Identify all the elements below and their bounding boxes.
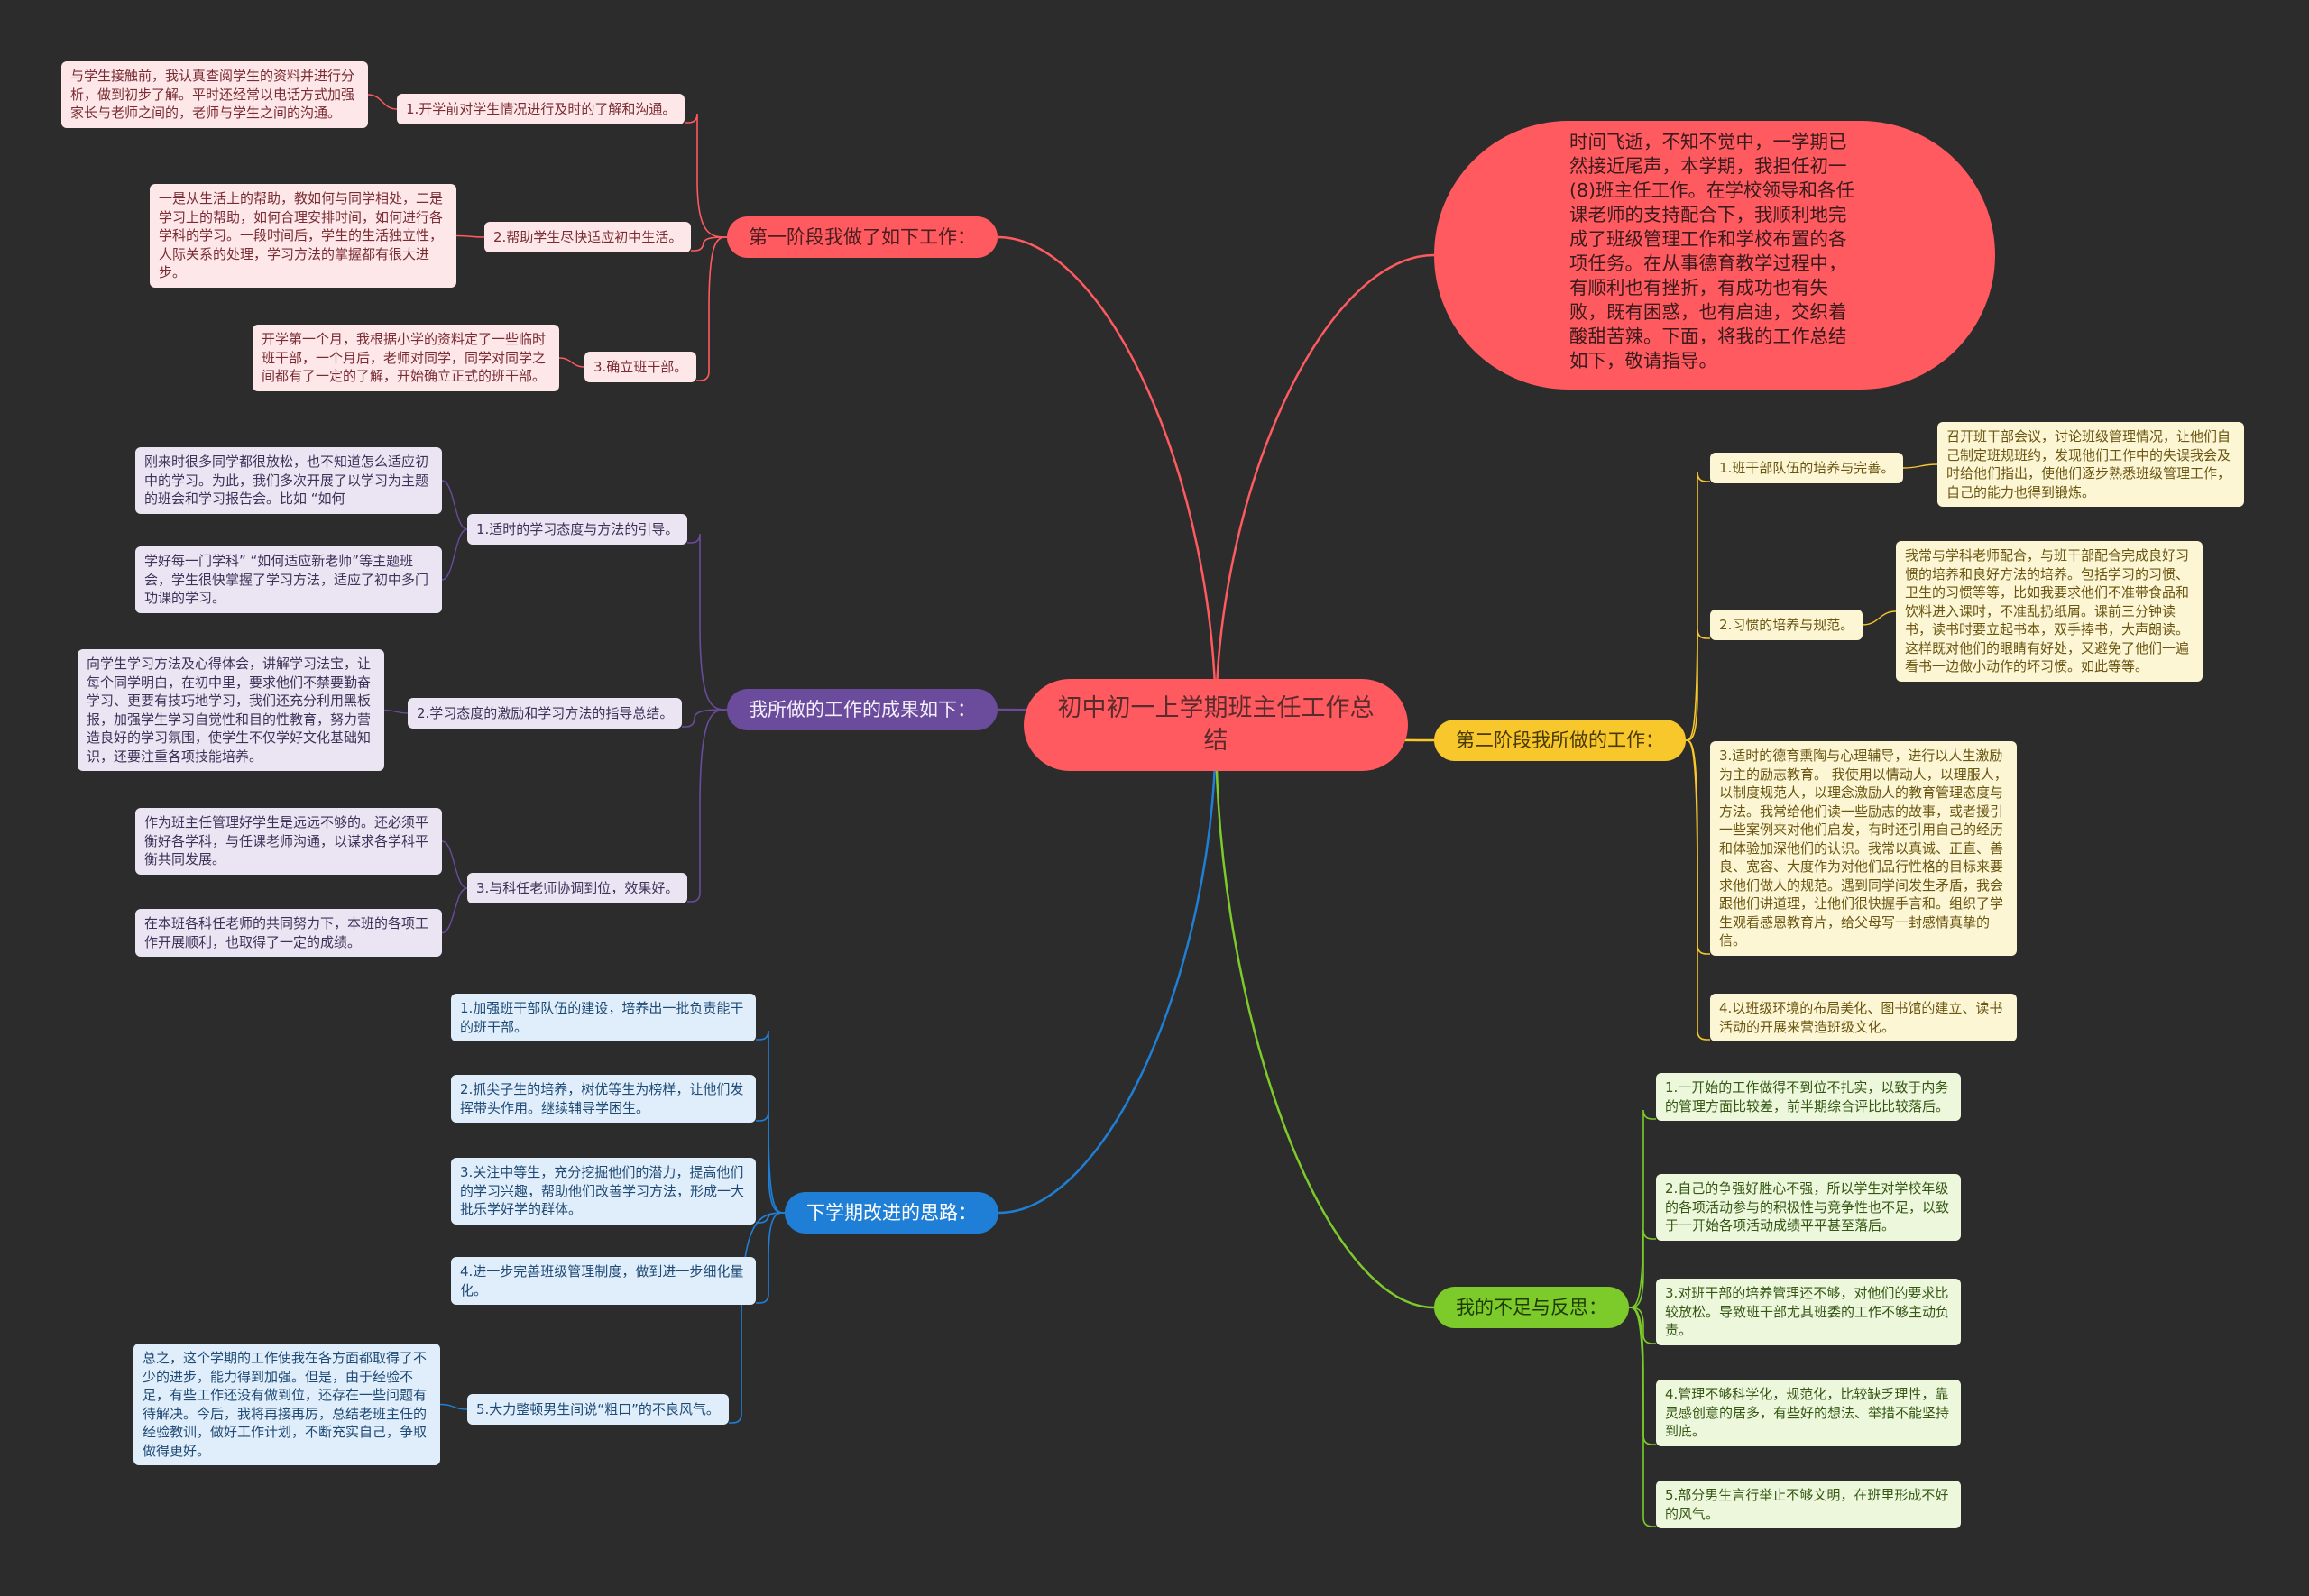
link-results-detail-1b: [441, 528, 468, 581]
intro-bubble[interactable]: 时间飞逝，不知不觉中，一学期已然接近尾声，本学期，我担任初一(8)班主任工作。在…: [1434, 121, 1995, 390]
link-results-1: [682, 709, 728, 728]
link-next-4: [729, 1212, 786, 1424]
link-stage1-detail-3: [558, 357, 585, 368]
link-next-3: [756, 1212, 786, 1304]
link-root-reflection: [1214, 724, 1435, 1309]
subtopic-results-3[interactable]: 3.与科任老师协调到位，效果好。: [467, 873, 688, 903]
link-root-stage1: [997, 235, 1218, 726]
detail-results-3a: 作为班主任管理好学生是远远不够的。还必须平衡好各学科，与任课老师沟通，以谋求各学…: [135, 808, 442, 875]
subtopic-results-1[interactable]: 1.适时的学习态度与方法的引导。: [467, 514, 688, 545]
detail-stage2-2: 我常与学科老师配合，与班干部配合完成良好习惯的培养和良好方法的培养。包括学习的习…: [1896, 541, 2203, 682]
link-stage1-2: [696, 236, 728, 381]
subtopic-stage2-3[interactable]: 3.适时的德育熏陶与心理辅导，进行以人生激励为主的励志教育。 我使用以情动人，以…: [1710, 741, 2017, 956]
link-results-detail-1a: [441, 480, 468, 530]
subtopic-stage1-1[interactable]: 1.开学前对学生情况进行及时的了解和沟通。: [397, 94, 685, 124]
link-next-0: [756, 1030, 786, 1214]
branch-stage1[interactable]: 第一阶段我做了如下工作：: [727, 216, 998, 258]
link-next-detail-5: [439, 1403, 468, 1410]
link-stage2-3: [1685, 739, 1710, 1041]
central-topic-text: 初中初一上学期班主任工作总结: [1057, 694, 1375, 755]
subtopic-next-4[interactable]: 4.进一步完善班级管理制度，做到进一步细化量化。: [451, 1257, 756, 1305]
branch-reflection[interactable]: 我的不足与反思：: [1434, 1287, 1629, 1328]
link-next-1: [756, 1111, 786, 1214]
subtopic-stage2-4[interactable]: 4.以班级环境的布局美化、图书馆的建立、读书活动的开展来营造班级文化。: [1710, 994, 2017, 1041]
subtopic-stage1-3[interactable]: 3.确立班干部。: [584, 352, 697, 382]
subtopic-results-2[interactable]: 2.学习态度的激励和学习方法的指导总结。: [408, 698, 683, 729]
link-reflection-2: [1628, 1307, 1656, 1344]
detail-results-1a: 刚来时很多同学都很放松，也不知道怎么适应初中的学习。为此，我们多次开展了以学习为…: [135, 447, 442, 514]
subtopic-stage2-2[interactable]: 2.习惯的培养与规范。: [1710, 610, 1863, 640]
detail-stage1-1: 与学生接触前，我认真查阅学生的资料并进行分析，做到初步了解。平时还经常以电话方式…: [61, 61, 368, 128]
subtopic-next-2[interactable]: 2.抓尖子生的培养，树优等生为榜样，让他们发挥带头作用。继续辅导学困生。: [451, 1075, 756, 1123]
link-stage1-detail-1: [367, 94, 398, 110]
subtopic-next-1[interactable]: 1.加强班干部队伍的建设，培养出一批负责能干的班干部。: [451, 994, 756, 1041]
branch-results[interactable]: 我所做的工作的成果如下：: [727, 689, 998, 730]
detail-results-2a: 向学生学习方法及心得体会，讲解学习法宝，让每个同学明白，在初中里，要求他们不禁要…: [78, 649, 384, 771]
detail-stage1-2: 一是从生活上的帮助，教如何与同学相处，二是学习上的帮助，如何合理安排时间，如何进…: [150, 184, 456, 288]
link-results-0: [687, 533, 728, 711]
branch-stage2[interactable]: 第二阶段我所做的工作：: [1434, 720, 1686, 761]
link-root-intro: [1214, 253, 1435, 726]
subtopic-stage2-1[interactable]: 1.班干部队伍的培养与完善。: [1710, 453, 1904, 483]
link-stage2-detail-1: [1902, 463, 1938, 469]
link-stage1-0: [685, 113, 728, 238]
central-topic[interactable]: 初中初一上学期班主任工作总结: [1024, 679, 1408, 771]
detail-results-3b: 在本班各科任老师的共同努力下，本班的各项工作开展顺利，也取得了一定的成绩。: [135, 909, 442, 957]
link-root-next: [998, 724, 1218, 1215]
link-stage2-1: [1685, 628, 1710, 741]
detail-stage1-3: 开学第一个月，我根据小学的资料定了一些临时班干部，一个月后，老师对同学，同学对同…: [253, 325, 559, 391]
subtopic-reflection-1[interactable]: 1.一开始的工作做得不到位不扎实，以致于内务的管理方面比较差，前半期综合评比比较…: [1656, 1073, 1961, 1121]
subtopic-reflection-2[interactable]: 2.自己的争强好胜心不强，所以学生对学校年级的各项活动参与的积极性与竞争性也不足…: [1656, 1174, 1961, 1241]
detail-stage2-1: 召开班干部会议，讨论班级管理情况，让他们自己制定班规班约，发现他们工作中的失误我…: [1937, 422, 2244, 507]
link-reflection-0: [1628, 1109, 1656, 1308]
link-stage1-detail-2: [455, 234, 485, 238]
subtopic-reflection-4[interactable]: 4.管理不够科学化，规范化，比较缺乏理性，靠灵感创意的居多，有些好的想法、举措不…: [1656, 1380, 1961, 1446]
link-reflection-4: [1628, 1307, 1656, 1527]
intro-text: 时间飞逝，不知不觉中，一学期已然接近尾声，本学期，我担任初一(8)班主任工作。在…: [1569, 131, 1855, 371]
link-results-2: [687, 709, 728, 903]
link-results-detail-3b: [441, 887, 468, 934]
link-stage1-1: [691, 236, 728, 252]
link-reflection-1: [1628, 1229, 1656, 1308]
subtopic-reflection-3[interactable]: 3.对班干部的培养管理还不够，对他们的要求比较放松。导致班干部尤其班委的工作不够…: [1656, 1279, 1961, 1345]
branch-next-term[interactable]: 下学期改进的思路：: [785, 1192, 998, 1234]
detail-next-5: 总之，这个学期的工作使我在各方面都取得了不少的进步，能力得到加强。但是，由于经验…: [133, 1344, 440, 1465]
link-stage2-detail-2: [1862, 610, 1897, 626]
link-stage2-0: [1685, 472, 1710, 741]
link-results-detail-3a: [441, 840, 468, 889]
subtopic-reflection-5[interactable]: 5.部分男生言行举止不够文明，在班里形成不好的风气。: [1656, 1481, 1961, 1528]
subtopic-next-5[interactable]: 5.大力整顿男生间说“粗口”的不良风气。: [467, 1394, 729, 1425]
link-results-detail-2a: [383, 709, 409, 714]
subtopic-stage1-2[interactable]: 2.帮助学生尽快适应初中生活。: [484, 222, 692, 252]
subtopic-next-3[interactable]: 3.关注中等生，充分挖掘他们的潜力，提高他们的学习兴趣，帮助他们改善学习方法，形…: [451, 1158, 756, 1225]
detail-results-1b: 学好每一门学科” “如何适应新老师”等主题班会，学生很快掌握了学习方法，适应了初…: [135, 546, 442, 613]
